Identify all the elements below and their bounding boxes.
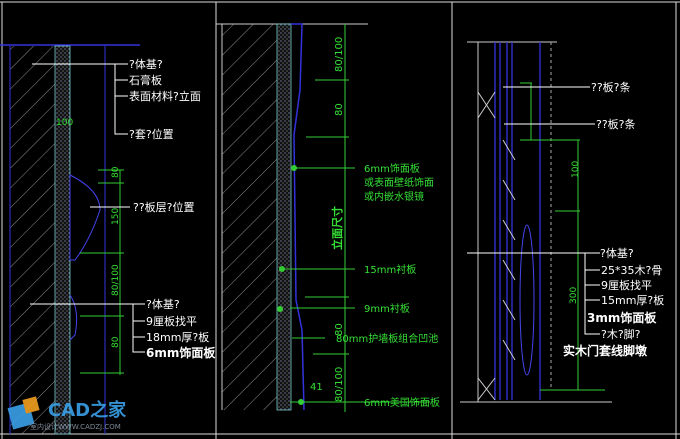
label-solid-wood-door-casing: 实木门套线脚墩	[563, 343, 648, 358]
label-15mm-backing: 15mm衬板	[364, 263, 416, 276]
dim-1: 80	[111, 166, 121, 178]
watermark-url: 室内设计WWW.CADZJ.COM	[30, 422, 121, 431]
label-wall-base-right: ?体基?	[600, 246, 634, 260]
right-section-detail: ??板?条 ??板?条 ?体基? 25*35木?骨 9厘板找平 15mm厚?板 …	[460, 41, 664, 403]
label-3mm-finish: 3mm饰面板	[587, 310, 657, 325]
label-casing-position: ?套?位置	[129, 127, 174, 141]
label-wood-keel: 25*35木?骨	[601, 264, 662, 277]
dim-2: 150	[111, 208, 121, 225]
label-18mm-board: 18mm厚?板	[146, 330, 209, 344]
label-wall-base-2: ?体基?	[146, 297, 180, 311]
dim-80-100-top: 80/100	[334, 37, 345, 72]
watermark-brand: CAD之家	[48, 399, 127, 421]
label-surface-material: 表面材料?立面	[129, 89, 201, 103]
label-80mm-groove: 80mm护墙板组合凹池	[336, 332, 438, 345]
label-inlaid-mirror: 或内嵌水银镜	[364, 190, 424, 203]
label-6mm-american-finish: 6mm美国饰面板	[364, 396, 440, 409]
label-9mm-backing: 9mm衬板	[364, 302, 410, 315]
dim-80-bottom: 80	[334, 323, 345, 336]
dim-top: 100	[56, 118, 73, 128]
label-board-layer-position: ??板层?位置	[133, 200, 195, 214]
label-9mm-leveling-right: 9厘板找平	[601, 278, 652, 292]
dim-4: 80	[111, 336, 121, 348]
watermark-logo: CAD之家 室内设计WWW.CADZJ.COM	[7, 396, 127, 431]
label-6mm-finish-panel: 6mm饰面板	[364, 162, 420, 175]
dim-3: 80/100	[111, 264, 121, 296]
label-gypsum-board: 石膏板	[129, 73, 162, 87]
label-wall-base: ?体基?	[129, 57, 163, 71]
label-9mm-leveling: 9厘板找平	[146, 314, 197, 328]
label-board-strip-1: ??板?条	[591, 80, 631, 94]
label-wallpaper-finish: 或表面壁纸饰面	[364, 176, 434, 189]
dim-300-right: 300	[569, 287, 579, 304]
middle-section-detail: 6mm饰面板 或表面壁纸饰面 或内嵌水银镜 15mm衬板 9mm衬板 80mm护…	[216, 23, 440, 412]
label-board-strip-2: ??板?条	[596, 117, 636, 131]
label-15mm-board: 15mm厚?板	[601, 293, 664, 307]
dim-80-100-bottom: 80/100	[334, 367, 345, 402]
label-wood-skirting: ?木?脚?	[601, 327, 641, 341]
dim-80-top: 80	[334, 103, 345, 116]
dim-elevation-size: 立面尺寸	[330, 206, 344, 250]
dim-100-right: 100	[571, 161, 581, 178]
dim-41: 41	[310, 382, 323, 393]
left-section-detail: ?体基? 石膏板 表面材料?立面 ?套?位置 ??板层?位置 ?体基? 9厘板找…	[0, 44, 216, 435]
label-6mm-finish: 6mm饰面板	[146, 345, 216, 360]
